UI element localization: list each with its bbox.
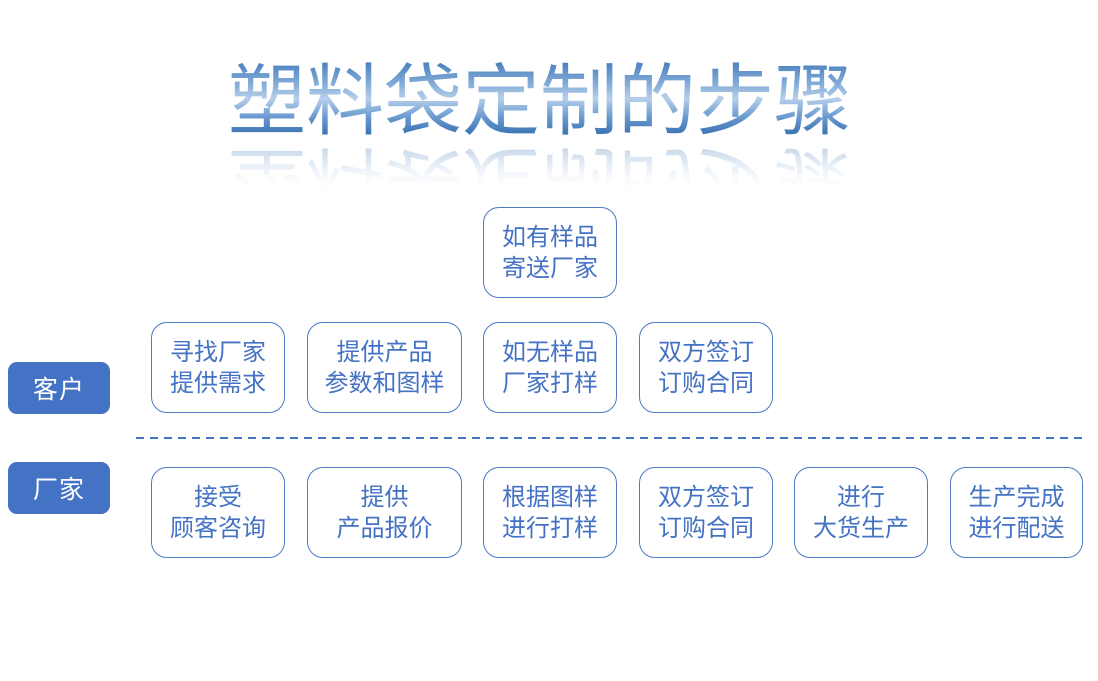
step-line: 接受 [194, 483, 242, 511]
lane-label-customer: 客户 [8, 362, 110, 414]
step-line: 根据图样 [502, 483, 598, 511]
step-line: 进行配送 [968, 514, 1065, 542]
step-line: 寄送厂家 [502, 254, 598, 282]
step-line: 提供 [360, 483, 409, 511]
customer-step-4: 双方签订 订购合同 [639, 322, 773, 413]
title-reflection-clip: 塑料袋定制的步骤 [0, 143, 1080, 189]
step-line: 提供需求 [170, 369, 266, 397]
step-line: 提供产品 [336, 338, 433, 366]
factory-step-1: 接受 顾客咨询 [151, 467, 285, 558]
step-line: 顾客咨询 [170, 514, 266, 542]
customer-step-1: 寻找厂家 提供需求 [151, 322, 285, 413]
lane-label-factory: 厂家 [8, 462, 110, 514]
customer-step-3: 如无样品 厂家打样 [483, 322, 617, 413]
step-line: 如无样品 [502, 338, 598, 366]
step-line: 寻找厂家 [170, 338, 266, 366]
customer-step-sample-box: 如有样品 寄送厂家 [483, 207, 617, 298]
factory-step-3: 根据图样 进行打样 [483, 467, 617, 558]
step-line: 进行 [837, 483, 885, 511]
step-line: 生产完成 [968, 483, 1065, 511]
step-line: 订购合同 [658, 514, 754, 542]
step-line: 双方签订 [658, 483, 754, 511]
step-line: 双方签订 [658, 338, 754, 366]
title-block: 塑料袋定制的步骤 塑料袋定制的步骤 [0, 62, 1080, 189]
step-line: 如有样品 [502, 223, 598, 251]
page-title: 塑料袋定制的步骤 [227, 57, 852, 145]
step-line: 厂家打样 [502, 369, 598, 397]
lane-divider-dashed-line [136, 437, 1085, 439]
factory-step-5: 进行 大货生产 [794, 467, 928, 558]
factory-step-2: 提供 产品报价 [307, 467, 462, 558]
step-line: 订购合同 [658, 369, 754, 397]
factory-step-4: 双方签订 订购合同 [639, 467, 773, 558]
step-line: 大货生产 [813, 514, 909, 542]
title-reflection: 塑料袋定制的步骤 [228, 143, 852, 189]
step-line: 产品报价 [336, 514, 433, 542]
step-line: 进行打样 [502, 514, 598, 542]
customer-step-2: 提供产品 参数和图样 [307, 322, 462, 413]
factory-step-6: 生产完成 进行配送 [950, 467, 1083, 558]
step-line: 参数和图样 [324, 369, 445, 397]
